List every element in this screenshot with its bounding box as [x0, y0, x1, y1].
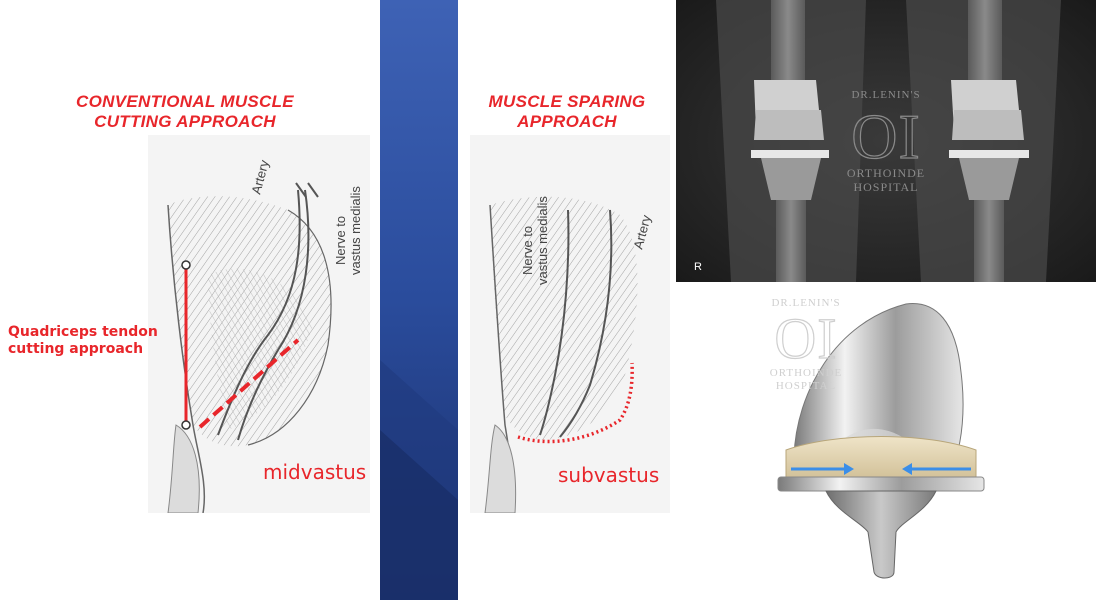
knee-implant-illustration: DR.LENIN'S OI ORTHOINDE HOSPITAL — [770, 297, 985, 579]
quadriceps-label-line2: cutting approach — [8, 341, 144, 357]
xray-panel: DR.LENIN'S OI ORTHOINDE HOSPITAL R — [676, 0, 1096, 282]
left-panel: CONVENTIONAL MUSCLE CUTTING APPROACH — [0, 0, 380, 600]
implant-watermark-top: DR.LENIN'S — [771, 297, 840, 309]
xray-side-marker: R — [694, 261, 702, 273]
left-panel-title: CONVENTIONAL MUSCLE CUTTING APPROACH — [60, 92, 310, 132]
middle-title-line1: MUSCLE SPARING — [488, 92, 646, 111]
implant-watermark-logo: OI — [774, 306, 837, 371]
implant-panel: DR.LENIN'S OI ORTHOINDE HOSPITAL — [676, 282, 1096, 600]
xray-watermark-line2: HOSPITAL — [853, 180, 918, 194]
middle-nerve-label-line1: Nerve to — [520, 226, 535, 275]
midvastus-label: midvastus — [263, 460, 367, 484]
left-nerve-label-line2: vastus medialis — [348, 186, 363, 275]
left-nerve-label-line1: Nerve to — [333, 216, 348, 265]
implant-watermark-line1: ORTHOINDE — [770, 367, 843, 379]
left-anatomy-illustration: Artery Nerve to vastus medialis — [148, 135, 370, 513]
blue-divider — [380, 0, 458, 600]
xray-watermark-line1: ORTHOINDE — [847, 166, 925, 180]
implant-watermark-line2: HOSPITAL — [776, 380, 836, 392]
xray-watermark-logo: OI — [851, 101, 921, 172]
middle-nerve-label-line2: vastus medialis — [535, 196, 550, 285]
quadriceps-tendon-label: Quadriceps tendon cutting approach — [8, 324, 158, 358]
middle-panel-title: MUSCLE SPARING APPROACH — [458, 92, 676, 132]
left-title-line2: CUTTING APPROACH — [94, 112, 276, 131]
xray-watermark-top: DR.LENIN'S — [851, 89, 920, 101]
knee-xray-image: DR.LENIN'S OI ORTHOINDE HOSPITAL R — [676, 0, 1096, 282]
middle-anatomy-illustration: Nerve to vastus medialis Artery — [470, 135, 670, 513]
subvastus-label: subvastus — [558, 463, 660, 487]
middle-title-line2: APPROACH — [517, 112, 617, 131]
left-title-line1: CONVENTIONAL MUSCLE — [76, 92, 294, 111]
quadriceps-label-line1: Quadriceps tendon — [8, 324, 158, 340]
middle-panel: MUSCLE SPARING APPROACH Nerve to vastus … — [458, 0, 676, 600]
